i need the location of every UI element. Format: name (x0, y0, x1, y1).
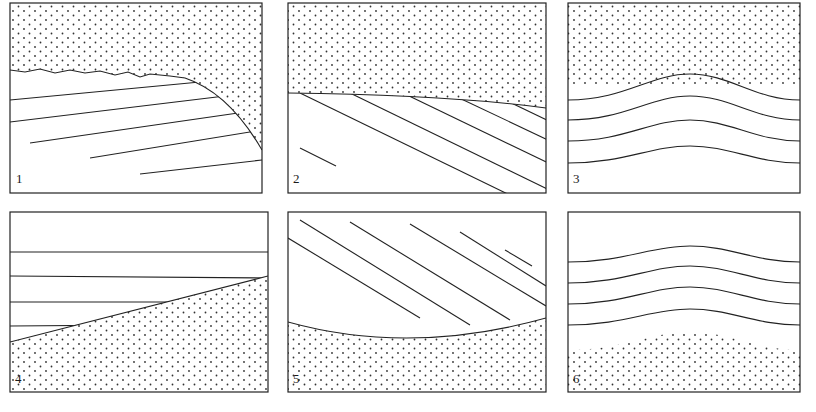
rock-layer (10, 96, 225, 122)
unconformity-line (10, 69, 262, 150)
rock-layer (300, 220, 470, 325)
folded-layer (568, 246, 800, 262)
panel-frame (288, 212, 546, 392)
rock-layer (410, 224, 546, 306)
unconformity-line (288, 318, 546, 338)
dotted-rock (288, 318, 546, 392)
panel-frame (568, 3, 800, 193)
dotted-rock (10, 276, 268, 392)
panel-5-art (288, 220, 546, 392)
panel-number: 5 (293, 372, 300, 386)
rock-layer (505, 100, 546, 193)
panel-number: 4 (15, 372, 22, 386)
rock-layer (10, 82, 200, 100)
rock-layer (300, 148, 336, 166)
panel-number: 6 (573, 372, 580, 386)
rock-layer (505, 250, 532, 266)
folded-layer (568, 266, 800, 283)
panel-frame (10, 3, 262, 193)
folded-layer (568, 287, 800, 304)
rock-layer (10, 276, 268, 278)
panel-number: 2 (293, 172, 300, 186)
rock-layer (405, 94, 546, 193)
panel-frame (10, 212, 268, 392)
dotted-rock (568, 332, 800, 392)
panel-3-art (568, 3, 800, 163)
dotted-rock (10, 3, 262, 150)
contact-line (10, 276, 268, 342)
dotted-rock (568, 3, 800, 85)
rock-layer (10, 251, 268, 252)
panel-4-art (10, 252, 268, 392)
panel-number: 1 (16, 172, 23, 186)
rock-layer (350, 93, 546, 193)
unconformity-line (288, 93, 546, 108)
panel-6-art (568, 246, 800, 392)
rock-layer (455, 96, 546, 193)
rock-layer (300, 93, 520, 193)
rock-layer (90, 130, 262, 158)
panel-2-art (288, 3, 546, 193)
rock-layer (288, 238, 420, 318)
folded-layer (568, 96, 800, 120)
dotted-rock (288, 3, 546, 108)
folded-layer (568, 120, 800, 141)
panel-1-art (10, 3, 262, 174)
folded-layer (568, 309, 800, 325)
rock-layer (140, 160, 262, 174)
rock-layer (460, 232, 546, 286)
panel-frame (288, 3, 546, 193)
panel-number: 3 (573, 172, 580, 186)
panel-frame (568, 212, 800, 392)
folded-layer (568, 146, 800, 163)
